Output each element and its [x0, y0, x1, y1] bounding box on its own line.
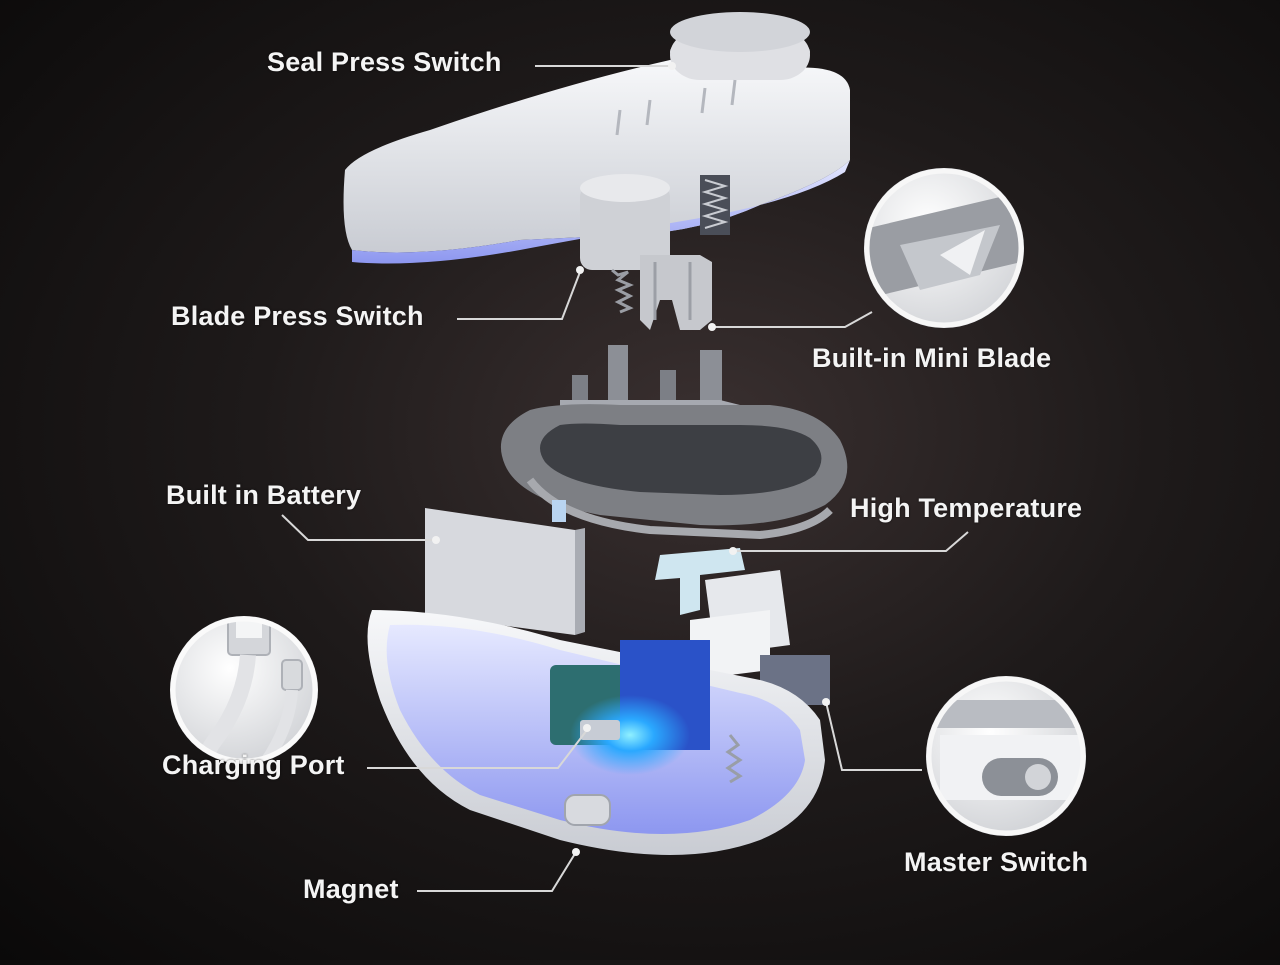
leader-dot-charging-port — [583, 724, 591, 732]
leader-master-switch — [825, 701, 922, 771]
bottom-housing — [367, 610, 825, 855]
blade-mechanism — [611, 255, 712, 330]
leader-high-temperature — [733, 531, 969, 552]
cable-inset-circle — [170, 616, 318, 764]
label-magnet: Magnet — [303, 874, 399, 904]
label-blade-press-switch: Blade Press Switch — [171, 301, 424, 331]
label-seal-press-switch: Seal Press Switch — [267, 47, 502, 77]
switch-inset-circle — [926, 676, 1086, 836]
leader-blade-press-switch — [457, 271, 581, 320]
leader-dot-blade-press-switch — [576, 266, 584, 274]
blade-inset-circle — [864, 168, 1024, 328]
label-built-in-battery: Built in Battery — [166, 480, 362, 510]
label-charging-port: Charging Port — [162, 750, 345, 780]
leader-dot-master-switch — [822, 698, 830, 706]
gasket-ring — [500, 404, 848, 540]
leader-built-in-battery — [281, 514, 436, 541]
battery-block — [425, 508, 585, 635]
leader-charging-port — [367, 729, 588, 769]
label-built-in-mini-blade: Built-in Mini Blade — [812, 343, 1052, 373]
leader-dot-high-temperature — [729, 547, 737, 555]
leader-magnet — [417, 851, 577, 892]
top-housing — [343, 12, 850, 270]
label-high-temperature: High Temperature — [850, 493, 1083, 523]
leader-lines — [281, 62, 969, 892]
leader-dot-seal-press-switch — [668, 62, 676, 70]
leader-dot-built-in-battery — [432, 536, 440, 544]
label-master-switch: Master Switch — [904, 847, 1089, 877]
leader-built-in-mini-blade — [712, 311, 873, 328]
leader-dot-magnet — [572, 848, 580, 856]
leader-dot-built-in-mini-blade — [708, 323, 716, 331]
